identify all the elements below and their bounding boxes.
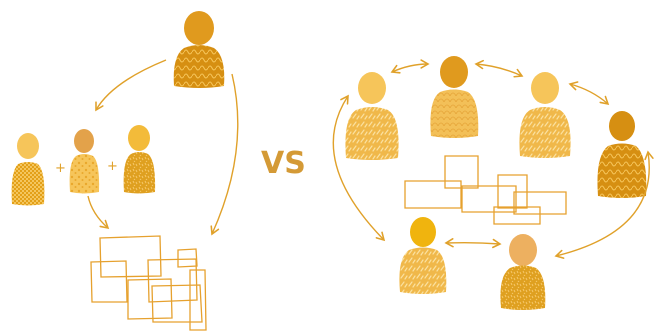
team-member-3 [519, 72, 571, 158]
team-member-5 [399, 217, 447, 294]
manager-person [173, 11, 225, 88]
plus-sign-1: + [55, 161, 66, 176]
arrow-member4-member6 [554, 150, 654, 259]
arrow-team-to-output [87, 195, 110, 230]
collaboration-arrows [332, 59, 654, 259]
team-member-1 [345, 72, 399, 160]
worker-person-2 [69, 129, 100, 194]
arrow-member5-member6 [444, 238, 502, 249]
arrow-member2-member3 [474, 59, 524, 78]
team-member-6 [500, 234, 546, 310]
left-output-boxes [90, 235, 207, 331]
arrow-member1-member5 [332, 94, 386, 242]
worker-person-3 [123, 125, 156, 194]
arrow-member1-member2 [390, 59, 430, 74]
vs-label: VS [261, 146, 306, 181]
arrow-manager-to-team [95, 59, 167, 112]
team-member-4 [597, 111, 647, 198]
arrow-manager-to-output [210, 73, 239, 236]
worker-person-1 [11, 133, 45, 206]
plus-sign-2: + [107, 159, 118, 174]
arrow-member3-member4 [568, 81, 610, 106]
right-output-boxes [404, 155, 567, 225]
team-member-2 [430, 56, 479, 138]
